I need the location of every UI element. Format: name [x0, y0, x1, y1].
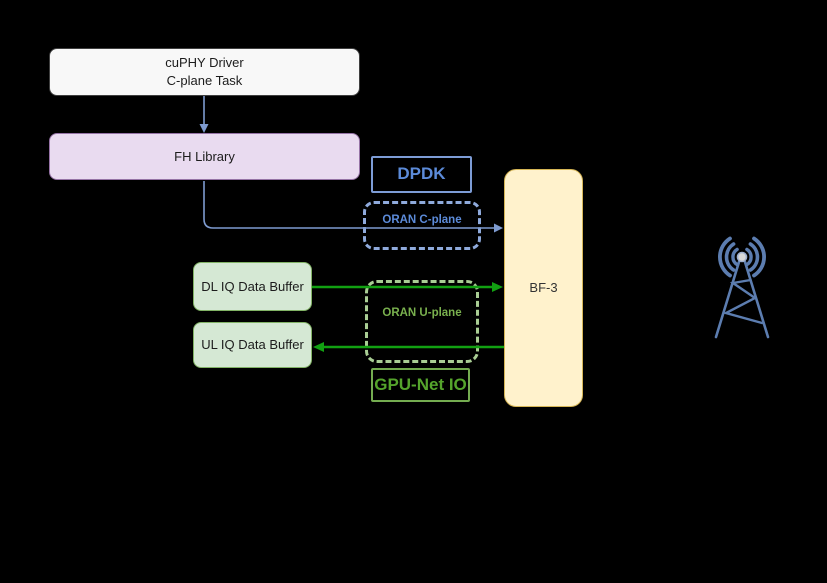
node-oran-u-plane: ORAN U-plane — [365, 280, 479, 363]
node-gpu-net-io: GPU-Net IO — [371, 368, 470, 402]
oran-u-plane-label: ORAN U-plane — [382, 307, 462, 319]
node-oran-c-plane: ORAN C-plane — [363, 201, 481, 250]
node-dl-iq-data-buffer: DL IQ Data Buffer — [193, 262, 312, 311]
node-fh-library: FH Library — [49, 133, 360, 180]
bf3-label: BF-3 — [529, 280, 558, 296]
node-ul-iq-data-buffer: UL IQ Data Buffer — [193, 322, 312, 368]
node-dpdk: DPDK — [371, 156, 472, 193]
cuphy-driver-label: cuPHY Driver C-plane Task — [165, 55, 244, 88]
fh-library-label: FH Library — [174, 148, 235, 164]
gpu-net-io-label: GPU-Net IO — [374, 374, 467, 394]
cuphy-to-fh-arrow — [199, 96, 209, 133]
node-bf3: BF-3 — [504, 169, 583, 407]
cell-tower-icon — [714, 236, 770, 339]
oran-c-plane-label: ORAN C-plane — [382, 214, 462, 226]
node-cuphy-driver: cuPHY Driver C-plane Task — [49, 48, 360, 96]
dl-iq-data-buffer-label: DL IQ Data Buffer — [201, 278, 304, 294]
ul-iq-data-buffer-label: UL IQ Data Buffer — [201, 337, 304, 353]
dpdk-label: DPDK — [397, 164, 446, 184]
